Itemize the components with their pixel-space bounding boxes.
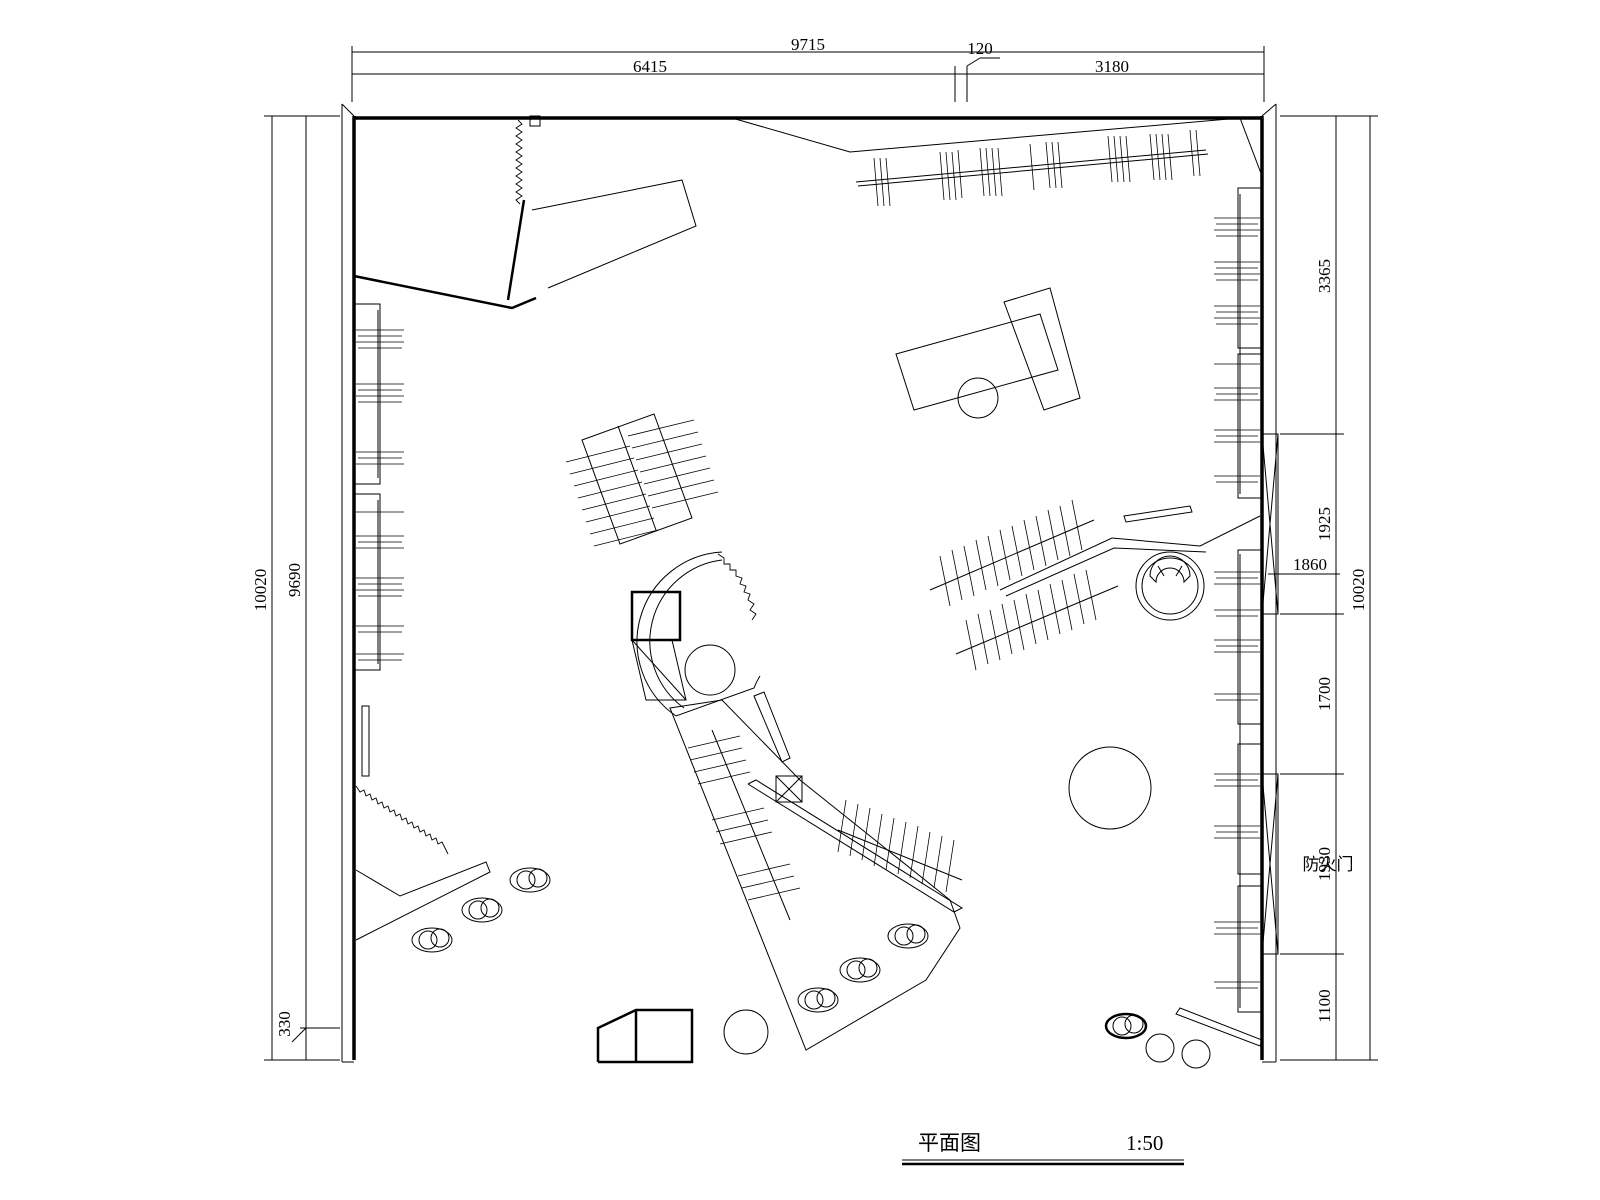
drawing-title: 平面图 1:50 [902, 1131, 1184, 1166]
diagonal-display-platform [669, 691, 964, 1051]
left-segment-width-label: 6415 [633, 57, 667, 76]
central-circular-unit [630, 551, 761, 717]
top-hanging-rack [855, 129, 1209, 207]
fitting-curtain-top [515, 119, 523, 205]
gap-width-label: 120 [967, 39, 993, 58]
left-wall-shelving [353, 303, 404, 777]
left-dimension-lines: 10020 9690 330 [251, 115, 340, 1061]
right-segment-1-label: 3365 [1315, 259, 1334, 293]
fire-door-label: 防火门 [1303, 855, 1354, 874]
right-segment-3-label: 1700 [1315, 677, 1334, 711]
bottom-counter [596, 1008, 769, 1064]
right-overall-height-label: 10020 [1349, 569, 1368, 612]
right-dimension-lines: 3365 1925 1700 1930 1100 10020 1860 防火门 [1268, 115, 1378, 1061]
left-inner-height-label: 9690 [285, 563, 304, 597]
right-angled-racks [929, 499, 1261, 671]
right-segment-width-label: 3180 [1095, 57, 1129, 76]
fire-door-lower [1261, 773, 1279, 955]
right-segment-2-label: 1925 [1315, 507, 1334, 541]
fitting-room-partition [353, 115, 1263, 310]
right-segment-5-label: 1100 [1315, 989, 1334, 1022]
round-display-table [1068, 746, 1152, 830]
drawing-title-text: 平面图 [918, 1131, 981, 1155]
left-outer-height-label: 10020 [251, 569, 270, 612]
right-wall-shelving [1214, 187, 1263, 1013]
bottom-left-shoe-display [355, 861, 551, 953]
left-bottom-offset-label: 330 [275, 1011, 294, 1037]
fire-door-upper [1261, 433, 1279, 615]
door-width-label: 1860 [1293, 555, 1327, 574]
overall-width-label: 9715 [791, 35, 825, 54]
drawing-scale-text: 1:50 [1126, 1131, 1163, 1155]
top-dimension-lines: 9715 6415 120 3180 [351, 35, 1265, 102]
fitting-curtain-bottom [355, 785, 449, 855]
bottom-right-display [1104, 1007, 1263, 1069]
round-lounge-seat [1135, 551, 1205, 621]
right-segment-4-label: 1930 [1315, 847, 1334, 881]
cash-counter [895, 287, 1081, 419]
center-double-rack [565, 413, 719, 547]
